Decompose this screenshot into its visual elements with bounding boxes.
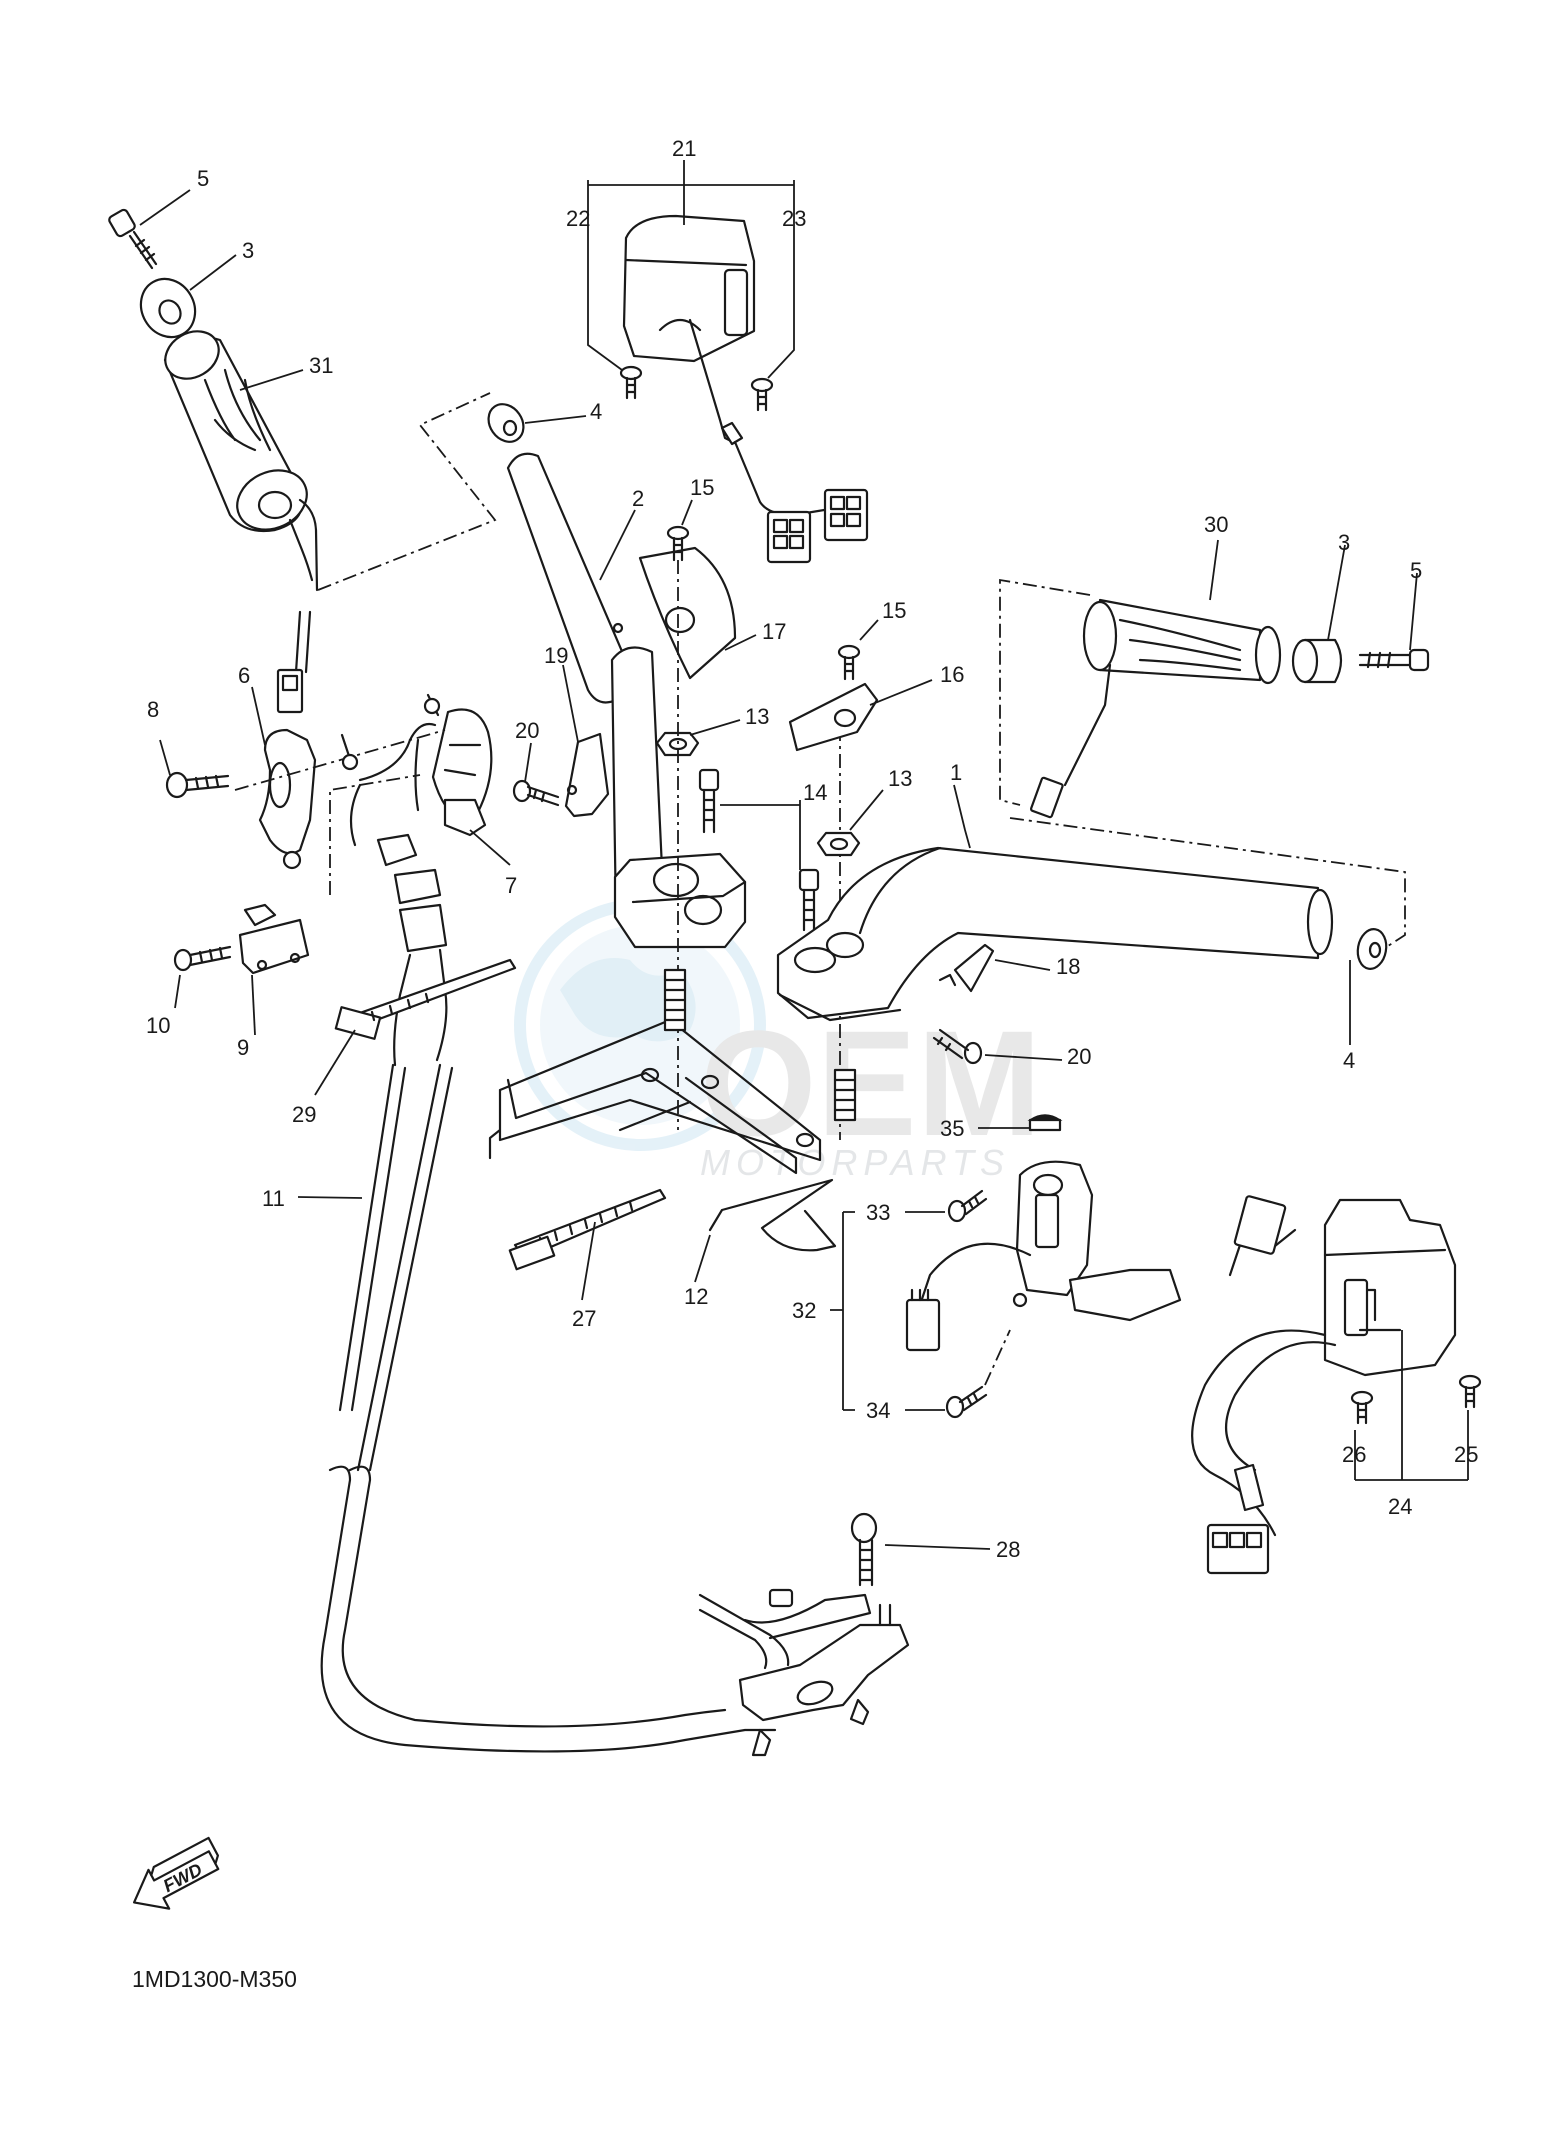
part-29-tie: [334, 958, 517, 1040]
part-8-bolt: [165, 771, 230, 799]
callout-17: 17: [762, 619, 786, 644]
callout-21: 21: [672, 136, 696, 161]
part-13-nut-right: [816, 831, 861, 857]
part-23-screw: [750, 377, 774, 412]
callout-24: 24: [1388, 1494, 1412, 1519]
callout-29: 29: [292, 1102, 316, 1127]
part-32-brake-switch: [905, 1160, 1182, 1352]
callout-7: 7: [505, 873, 517, 898]
callout-20-right: 20: [1067, 1044, 1091, 1069]
part-26-screw: [1350, 1390, 1374, 1425]
throttle-cables: [340, 693, 448, 1067]
part-1-handlebar-right: [776, 846, 1334, 1022]
part-4-weight-right: [1356, 928, 1388, 970]
part-4-weight-top: [487, 403, 525, 443]
callout-3-right: 3: [1338, 530, 1350, 555]
callout-4: 4: [590, 399, 602, 424]
part-14-bolt-b: [798, 868, 820, 932]
callout-25: 25: [1454, 1442, 1478, 1467]
callout-11: 11: [262, 1186, 285, 1211]
callout-26: 26: [1342, 1442, 1366, 1467]
callout-8: 8: [147, 697, 159, 722]
fwd-arrow-icon: FWD: [132, 1836, 220, 1910]
part-25-screw: [1458, 1374, 1482, 1409]
part-30-grip-right: [1029, 598, 1282, 819]
callout-5-right: 5: [1410, 558, 1422, 583]
callout-34: 34: [866, 1398, 890, 1423]
callout-31: 31: [309, 353, 333, 378]
part-5-bolt-right: [1358, 648, 1430, 672]
part-21-switch: [622, 214, 869, 564]
callout-15: 15: [690, 475, 714, 500]
part-16-cover-right: [788, 682, 879, 752]
watermark-subtext: MOTORPARTS: [700, 1142, 1010, 1183]
callout-4-right: 4: [1343, 1048, 1355, 1073]
part-24-switch: [1191, 1195, 1457, 1575]
callout-18: 18: [1056, 954, 1080, 979]
part-15-screw-left: [666, 525, 690, 562]
part-20-screw-right: [932, 1028, 983, 1065]
part-18-clip: [938, 943, 995, 993]
part-10-screw: [173, 945, 232, 972]
part-34-screw: [945, 1329, 1011, 1419]
leader-dash-9-6: [329, 774, 421, 895]
callout-13-right: 13: [888, 766, 912, 791]
callout-32: 32: [792, 1298, 816, 1323]
callout-22: 22: [566, 206, 590, 231]
part-11-cable: [320, 1063, 872, 1753]
callout-23: 23: [782, 206, 806, 231]
part-31-grip-left: [163, 330, 319, 714]
callout-1: 1: [950, 760, 962, 785]
leader-dash-30: [999, 578, 1091, 806]
callout-33: 33: [866, 1200, 890, 1225]
part-3-end-cap-right: [1291, 638, 1343, 684]
part-9-holder: [238, 903, 310, 975]
part-7-housing-lower: [431, 708, 493, 837]
callout-5: 5: [197, 166, 209, 191]
part-14-bolt-a: [698, 768, 720, 834]
part-22-screw: [619, 365, 643, 400]
callout-15-right: 15: [882, 598, 906, 623]
part-19-bracket: [564, 732, 610, 818]
callout-10: 10: [146, 1013, 170, 1038]
leader-dash-1-30: [1009, 817, 1406, 949]
part-28-bolt: [850, 1512, 878, 1587]
callout-30: 30: [1204, 512, 1228, 537]
callout-16: 16: [940, 662, 964, 687]
part-2-handlebar-left: [506, 452, 747, 949]
part-33-screw: [947, 1189, 988, 1223]
part-35-cap: [1027, 1114, 1063, 1132]
watermark: OEM MOTORPARTS: [514, 899, 1042, 1183]
part-15-screw-right: [837, 644, 861, 681]
callout-28: 28: [996, 1537, 1020, 1562]
leader-lines: [139, 160, 1469, 1550]
callout-12: 12: [684, 1284, 708, 1309]
part-12-stay: [488, 968, 857, 1252]
callout-6: 6: [238, 663, 250, 688]
part-5-bolt-left: [108, 208, 158, 270]
leader-dash-31-4: [317, 392, 497, 591]
callout-14: 14: [803, 780, 827, 805]
diagram-code: 1MD1300-M350: [132, 1966, 297, 1992]
callout-19: 19: [544, 643, 568, 668]
callout-20: 20: [515, 718, 539, 743]
part-20-screw-left: [512, 779, 560, 807]
callout-2: 2: [632, 486, 644, 511]
part-17-cover: [638, 546, 737, 680]
part-27-cable-tie: [508, 1188, 667, 1271]
lower-bracket: [738, 1603, 910, 1757]
part-6-housing-upper: [258, 728, 317, 870]
callout-35: 35: [940, 1116, 964, 1141]
callout-27: 27: [572, 1306, 596, 1331]
callout-13: 13: [745, 704, 769, 729]
callout-numbers: 5 3 31 4 2 15 17 13 19 20 14 15 16 13 1 …: [146, 136, 1478, 1562]
callout-3: 3: [242, 238, 254, 263]
callout-9: 9: [237, 1035, 249, 1060]
